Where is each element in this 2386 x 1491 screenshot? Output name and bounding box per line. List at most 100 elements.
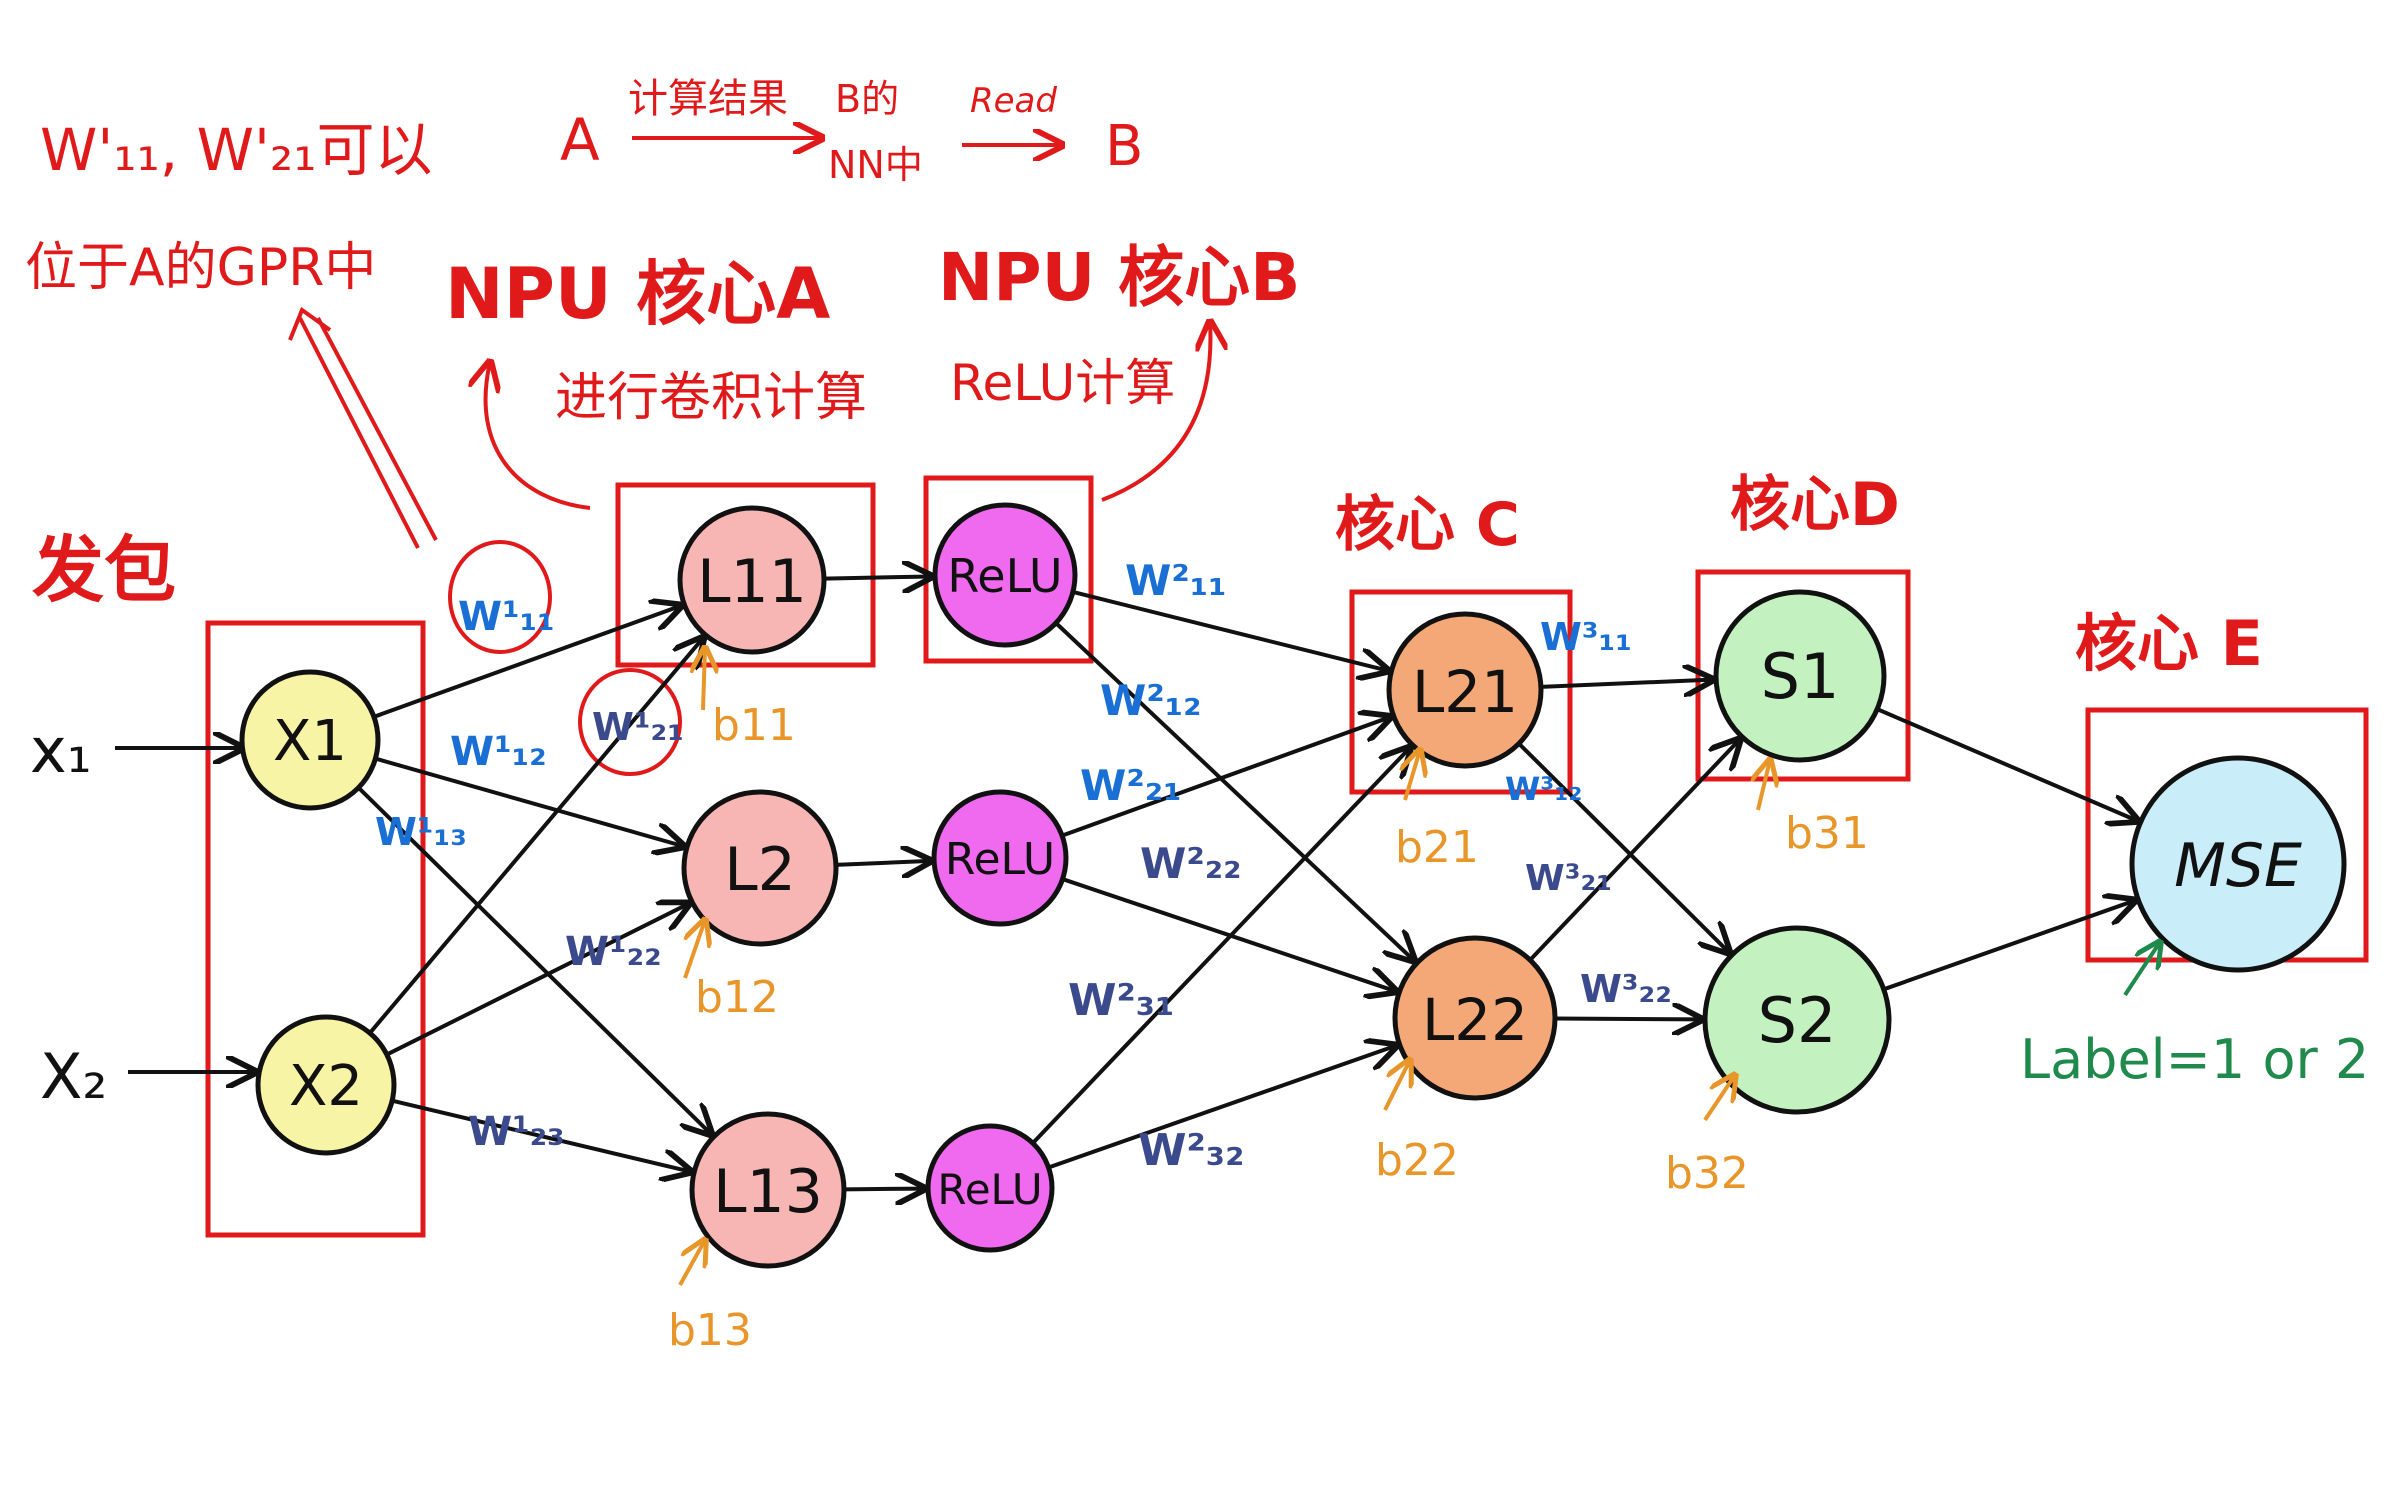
node-l22: L22 <box>1392 935 1558 1101</box>
core-c-title: 核心 C <box>1335 490 1520 560</box>
edge-r3-to-l22 <box>1047 1046 1396 1170</box>
node-relu-3-circle <box>925 1123 1055 1253</box>
node-relu-2: ReLU <box>931 789 1069 927</box>
edge-x1-to-l11 <box>373 606 681 719</box>
core-c-box <box>1349 589 1573 795</box>
weight-w21-layer1: W¹₂₁ <box>592 705 684 749</box>
bias-arrow-b31 <box>1758 760 1770 811</box>
node-l13: L13 <box>689 1111 847 1269</box>
edge-l22-to-s2 <box>1554 1018 1701 1019</box>
node-l22-label: L22 <box>1422 986 1528 1054</box>
weight-w22-layer3: W³₂₂ <box>1580 967 1672 1011</box>
flow-b-of-label: B的 <box>835 77 899 121</box>
edge-l21-to-s1 <box>1540 680 1712 687</box>
node-s2-label: S2 <box>1758 984 1837 1057</box>
weight-w21-layer3: W³₂₁ <box>1525 858 1612 899</box>
bias-arrow-b13 <box>678 1240 705 1286</box>
weight-w11-layer2: W²₁₁ <box>1125 556 1227 605</box>
node-s1-label: S1 <box>1761 640 1840 713</box>
weight-w31-layer2: W²₃₁ <box>1068 975 1174 1026</box>
bias-arrow-b32 <box>1703 1075 1735 1122</box>
node-l12: L2 <box>681 789 839 947</box>
edge-x1-to-l13 <box>357 786 711 1134</box>
node-relu-3: ReLU <box>925 1123 1055 1253</box>
weight-w21-layer2: W²₂₁ <box>1080 761 1182 810</box>
network-edges <box>357 576 2137 1189</box>
edge-r1-to-l22 <box>1054 621 1414 960</box>
weight-w22-layer2: W²₂₂ <box>1140 839 1242 888</box>
core-b-task: ReLU计算 <box>950 354 1175 412</box>
bias-labels: b11 b12 b13 b21 b22 b31 b32 <box>668 700 1869 1356</box>
flow-result-label: 计算结果 <box>628 76 788 122</box>
input-arrows <box>115 748 255 1072</box>
weights-note-line1: W'₁₁, W'₂₁可以 <box>40 116 432 184</box>
weight-w22-layer1: W¹₂₂ <box>565 929 662 975</box>
weights-note-line2: 位于A的GPR中 <box>25 238 376 298</box>
node-l11: L11 <box>677 505 827 655</box>
bias-arrow-b12 <box>683 920 705 979</box>
core-a-curve-arrow <box>486 362 591 510</box>
edge-s1-to-mse <box>1876 707 2137 820</box>
input-box <box>205 620 426 1238</box>
node-relu-2-label: ReLU <box>945 834 1055 885</box>
node-l21-label: L21 <box>1412 658 1518 726</box>
label-text: Label=1 or 2 <box>2020 1028 2369 1091</box>
input-node-x1: X1 <box>239 669 381 811</box>
node-mse: MSE <box>2129 755 2347 973</box>
edge-l11-to-r1 <box>823 576 931 578</box>
weight-w12-layer3: W³₁₂ <box>1505 770 1582 808</box>
edge-r1-to-l21 <box>1072 590 1387 671</box>
weight-w13-layer1: W¹₁₃ <box>375 810 467 854</box>
bias-arrow-b21 <box>1405 750 1420 801</box>
x1-input-label: x₁ <box>30 714 92 787</box>
x2-input-label: X₂ <box>40 1040 107 1113</box>
node-l22-circle <box>1392 935 1558 1101</box>
bias-arrows <box>678 648 1770 1286</box>
weight-w32-layer2: W²₃₂ <box>1138 1125 1244 1176</box>
node-s1: S1 <box>1713 589 1887 763</box>
edge-r2-to-l21 <box>1061 717 1390 838</box>
weight-w11-layer1: W¹₁₁ <box>458 594 555 640</box>
send-label: 发包 <box>32 528 176 612</box>
node-s2-circle <box>1702 925 1892 1115</box>
core-b-title: NPU 核心B <box>938 239 1300 316</box>
weight-w11-layer3: W³₁₁ <box>1540 615 1632 659</box>
weight-w23-layer1: W¹₂₃ <box>468 1109 565 1155</box>
red-arrows <box>288 138 1210 776</box>
core-a-task: 进行卷积计算 <box>555 368 867 428</box>
gpr-double-arrow-2 <box>316 317 438 541</box>
edge-x2-to-l11 <box>368 638 703 1035</box>
node-relu-1: ReLU <box>932 502 1078 648</box>
gpr-arrow-head <box>288 306 332 341</box>
node-l13-circle <box>689 1111 847 1269</box>
edge-x1-to-l12 <box>374 756 683 847</box>
node-x1-label: X1 <box>273 709 347 774</box>
core-e-title: 核心 E <box>2075 607 2263 680</box>
weight-w12-layer2: W²₁₂ <box>1100 676 1202 725</box>
input-node-x2: X2 <box>255 1014 397 1156</box>
bias-b22: b22 <box>1375 1135 1459 1186</box>
node-x1-circle <box>239 669 381 811</box>
w21-circle <box>578 668 682 776</box>
gpr-double-arrow-1 <box>298 317 420 549</box>
bias-b21: b21 <box>1395 822 1479 873</box>
edge-x2-to-l13 <box>391 1098 690 1172</box>
node-s1-circle <box>1713 589 1887 763</box>
node-l13-label: L13 <box>713 1157 823 1227</box>
core-d-title: 核心D <box>1730 470 1900 540</box>
core-a-title: NPU 核心A <box>445 253 830 335</box>
bias-b32: b32 <box>1665 1148 1749 1199</box>
flow-read-label: Read <box>970 81 1057 121</box>
node-l12-circle <box>681 789 839 947</box>
core-b-curve-arrow <box>1101 322 1210 502</box>
node-relu-3-label: ReLU <box>937 1165 1042 1214</box>
flow-nn-label: NN中 <box>828 143 923 187</box>
weight-labels: W¹₁₁ W¹₂₁ W¹₁₂ W¹₁₃ W¹₂₂ W¹₂₃ W²₁₁ W²₁₂ … <box>375 556 1672 1176</box>
node-mse-circle <box>2129 755 2347 973</box>
node-s2: S2 <box>1702 925 1892 1115</box>
node-relu-1-circle <box>932 502 1078 648</box>
node-relu-2-circle <box>931 789 1069 927</box>
core-a-box <box>615 482 876 668</box>
label-arrow <box>2123 942 2160 997</box>
